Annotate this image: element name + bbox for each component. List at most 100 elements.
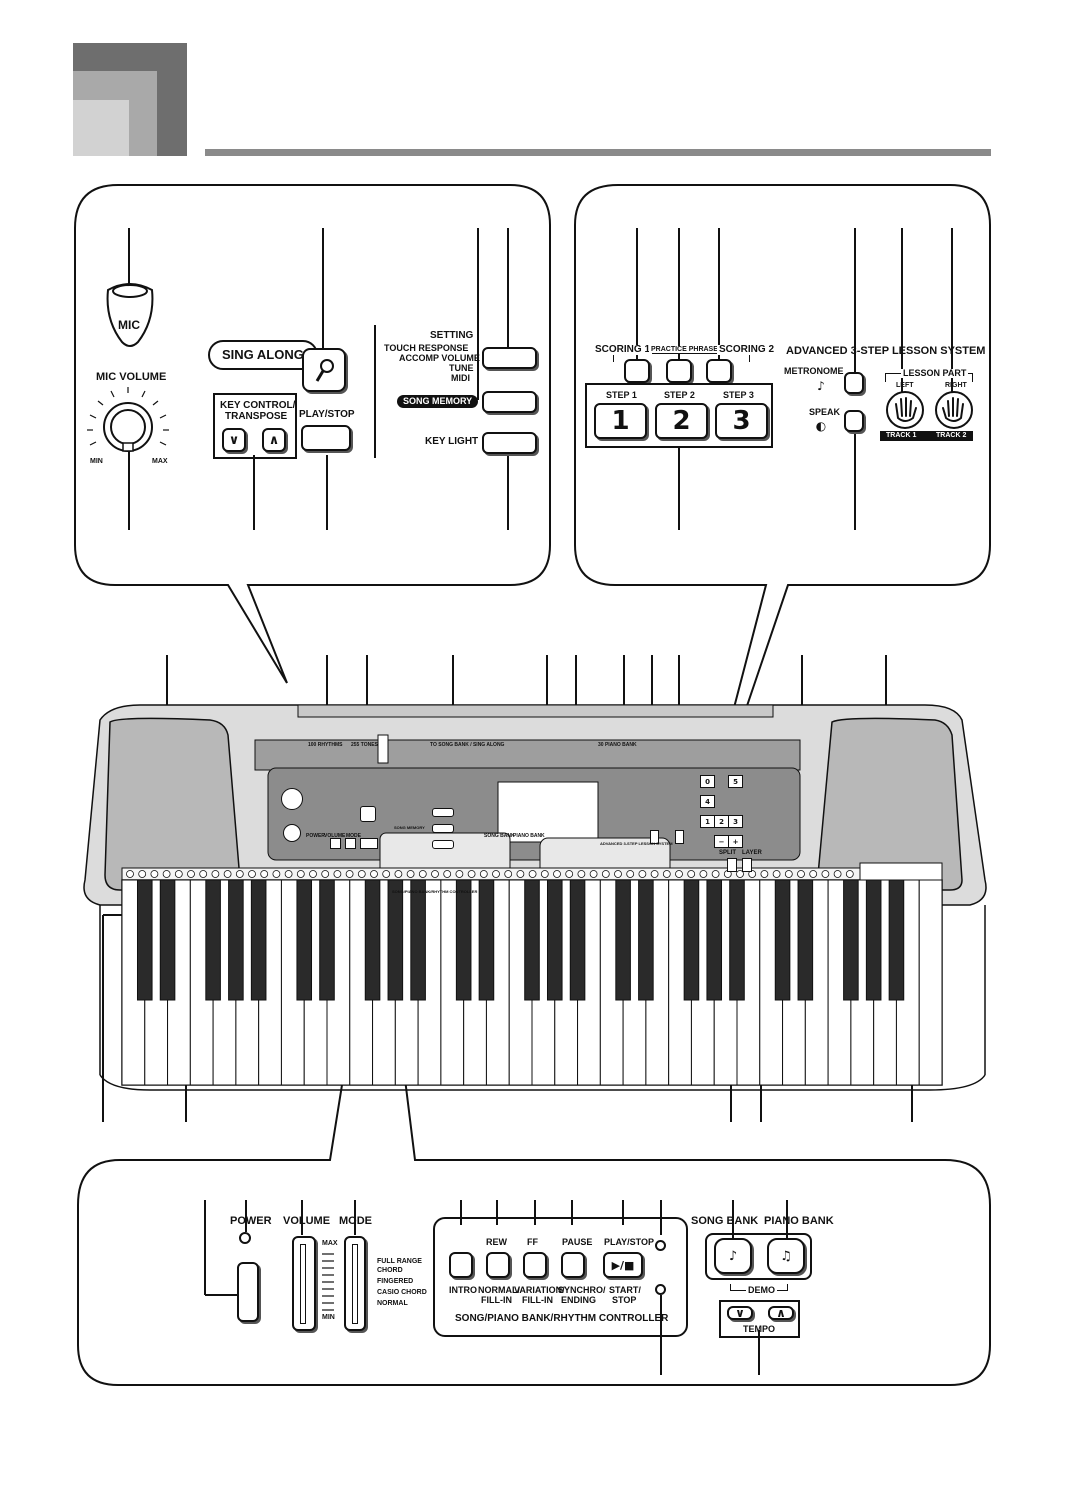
start-stop-label-1: START/ <box>609 1285 641 1295</box>
practice-phrase-button[interactable] <box>666 359 692 383</box>
volume-max-label: MAX <box>322 1240 338 1247</box>
strip-label-piano-bank: 30 PIANO BANK <box>598 742 637 748</box>
kb-layer-button <box>742 858 752 872</box>
tone-icon <box>833 870 842 878</box>
normal-fill-label-2: FILL-IN <box>481 1295 512 1305</box>
tempo-label: TEMPO <box>743 1324 776 1334</box>
kb-layer-label: LAYER <box>742 850 762 856</box>
key-light-button[interactable] <box>482 432 537 454</box>
kb-song-bank-label: SONG BANK <box>484 833 515 839</box>
tone-icon <box>235 870 244 878</box>
black-key <box>455 879 472 1001</box>
kb-power-label: POWER <box>306 833 325 839</box>
setting-sub-0: TOUCH RESPONSE <box>384 343 469 353</box>
kb-controller-label: SONG/PIANO BANK/RHYTHM CONTROLLER <box>392 889 478 894</box>
tone-icon <box>455 870 464 878</box>
tone-icon <box>626 870 635 878</box>
lesson-part-label: LESSON PART <box>901 368 969 378</box>
tone-icon <box>138 870 147 878</box>
step1-button[interactable]: 1 <box>594 403 647 439</box>
metronome-button[interactable] <box>844 372 864 394</box>
tone-icon <box>699 870 708 878</box>
scoring2-label: SCORING 2 <box>717 344 777 355</box>
kb-mic-jack <box>281 788 303 810</box>
tone-icon <box>516 870 525 878</box>
numpad-key-3: 3 <box>728 815 743 828</box>
mode-slider[interactable] <box>344 1236 366 1331</box>
power-label: POWER <box>230 1215 272 1227</box>
tone-icon <box>443 870 452 878</box>
tone-icon <box>760 870 769 878</box>
setting-button[interactable] <box>482 347 537 369</box>
pause-label: PAUSE <box>562 1237 593 1247</box>
sing-along-label: SING ALONG <box>222 347 304 362</box>
black-key <box>250 879 267 1001</box>
black-key <box>136 879 153 1001</box>
key-light-label: KEY LIGHT <box>425 436 479 447</box>
numpad-key-1: 1 <box>700 815 715 828</box>
speak-icon: ◐ <box>815 419 827 433</box>
volume-slider-track <box>300 1244 306 1324</box>
demo-label: DEMO <box>746 1285 777 1295</box>
variation-fill-button[interactable] <box>523 1252 547 1278</box>
black-key <box>638 879 654 1001</box>
tone-icon <box>662 870 671 878</box>
speak-button[interactable] <box>844 410 864 432</box>
key-control-label: KEY CONTROL/ <box>220 400 296 411</box>
left-hand-icon[interactable] <box>885 390 925 430</box>
scoring1-button[interactable] <box>624 359 650 383</box>
kb-song-memory-btn <box>432 824 454 833</box>
black-key <box>387 879 404 1001</box>
tone-icon <box>565 870 574 878</box>
step3-button[interactable]: 3 <box>715 403 768 439</box>
tone-icon <box>467 870 476 878</box>
tone-icon <box>809 870 818 878</box>
scoring2-button[interactable] <box>706 359 732 383</box>
right-hand-icon[interactable] <box>934 390 974 430</box>
black-key <box>410 879 426 1001</box>
start-stop-label-2: STOP <box>612 1295 637 1305</box>
numpad-key-plus: + <box>728 835 743 848</box>
key-down-button[interactable]: ∨ <box>222 428 246 452</box>
tone-icon <box>638 870 647 878</box>
kb-step2-btn <box>675 830 684 844</box>
track-bar <box>880 431 973 441</box>
tempo-up-button[interactable]: ∧ <box>768 1306 794 1320</box>
synchro-ending-button[interactable] <box>561 1252 585 1278</box>
left-panel-outline <box>74 184 551 684</box>
volume-scale <box>322 1253 334 1311</box>
transpose-label: TRANSPOSE <box>225 411 288 422</box>
play-stop-button[interactable] <box>301 425 351 451</box>
song-memory-button[interactable] <box>482 391 537 413</box>
numpad-key-minus: − <box>714 835 729 848</box>
mic-label: MIC <box>118 318 140 332</box>
kb-sing-along <box>360 806 376 822</box>
scoring-bracket <box>613 353 750 362</box>
intro-button[interactable] <box>449 1252 473 1278</box>
tempo-down-button[interactable]: ∨ <box>727 1306 753 1320</box>
start-stop-button[interactable]: ▶/■ <box>603 1252 643 1278</box>
step2-button[interactable]: 2 <box>655 403 708 439</box>
song-bank-button[interactable]: ♪ <box>714 1238 752 1274</box>
black-key <box>615 879 631 1001</box>
power-button[interactable] <box>237 1262 259 1322</box>
tone-icon <box>357 870 366 878</box>
mic-volume-knob[interactable] <box>83 383 173 473</box>
header-rule <box>205 149 991 156</box>
mic-volume-label: MIC VOLUME <box>96 371 167 383</box>
tone-icon <box>711 870 720 878</box>
volume-slider[interactable] <box>292 1236 316 1331</box>
volume-label: VOLUME <box>283 1215 331 1227</box>
numpad: 0 5 1 2 3 4 − + <box>700 775 745 850</box>
tone-icon <box>296 870 305 878</box>
black-key <box>478 879 495 1001</box>
black-key <box>797 879 814 1001</box>
key-up-button[interactable]: ∧ <box>262 428 286 452</box>
normal-fill-button[interactable] <box>486 1252 510 1278</box>
tone-icon <box>162 870 171 878</box>
piano-bank-button[interactable]: ♫ <box>767 1238 805 1274</box>
kb-key-down <box>330 838 341 849</box>
tone-icon <box>260 870 269 878</box>
microphone-icon <box>315 359 334 382</box>
tone-icon <box>577 870 586 878</box>
